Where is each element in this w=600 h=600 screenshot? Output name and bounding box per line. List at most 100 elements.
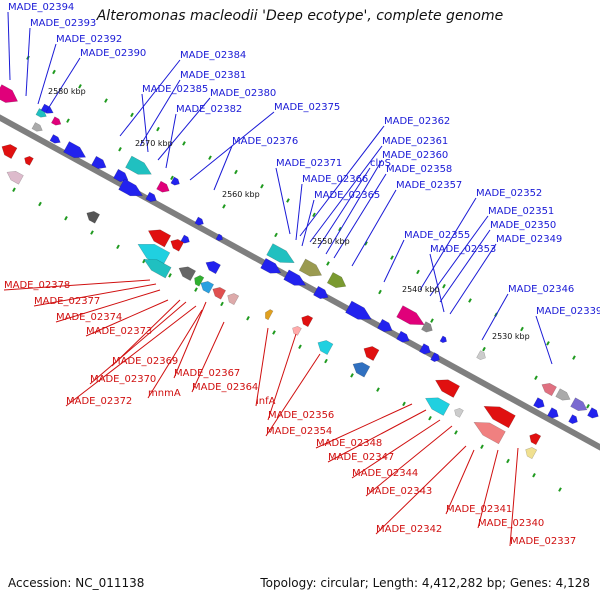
reverse-gene-feature	[292, 326, 302, 336]
forward-gene-feature	[419, 343, 431, 355]
forward-gene-label: MADE_02371	[276, 158, 342, 169]
forward-gene-feature	[587, 407, 599, 419]
forward-gene-feature	[533, 397, 545, 409]
scale-tick	[78, 84, 82, 89]
forward-gene-label-leader	[141, 93, 149, 153]
scale-tick	[208, 155, 212, 160]
scale-tick	[38, 201, 42, 207]
forward-gene-label-leader	[535, 315, 553, 365]
forward-gene-label: MADE_02384	[180, 50, 246, 61]
reverse-gene-label: mnmA	[148, 388, 181, 399]
scale-tick	[532, 473, 536, 478]
forward-gene-feature	[145, 191, 157, 203]
reverse-gene-label: MADE_02374	[56, 312, 122, 323]
forward-gene-feature	[180, 234, 190, 244]
reverse-gene-label-leader	[3, 279, 151, 291]
reverse-gene-feature	[86, 211, 101, 224]
forward-gene-label: MADE_02353	[430, 244, 496, 255]
scale-tick	[378, 289, 382, 295]
reverse-gene-label-leader	[265, 353, 321, 437]
scale-label: 2580 kbp	[48, 87, 86, 96]
reverse-gene-label: MADE_02348	[316, 438, 382, 449]
tick-layer	[12, 55, 590, 492]
scale-tick	[130, 112, 134, 118]
reverse-gene-label: MADE_02372	[66, 396, 132, 407]
scale-label: 2540 kbp	[402, 285, 440, 294]
reverse-gene-feature	[483, 406, 516, 429]
scale-tick	[480, 444, 484, 449]
reverse-gene-feature	[227, 293, 240, 306]
scale-tick	[416, 269, 420, 275]
reverse-gene-label: MADE_02364	[192, 382, 258, 393]
forward-gene-label: MADE_02385	[142, 84, 208, 95]
reverse-gene-label: MADE_02341	[446, 504, 512, 515]
forward-gene-feature	[0, 84, 19, 103]
forward-gene-label: MADE_02392	[56, 34, 122, 45]
reverse-gene-label-leader	[327, 409, 427, 463]
scale-tick	[182, 141, 186, 146]
reverse-gene-label: MADE_02356	[268, 410, 334, 421]
reverse-gene-feature	[1, 144, 18, 159]
scale-tick	[428, 415, 432, 421]
scale-tick	[402, 401, 406, 407]
forward-gene-feature	[396, 305, 425, 326]
scale-tick	[468, 298, 472, 303]
reverse-gene-label: MADE_02337	[510, 536, 576, 547]
forward-gene-label-leader	[429, 253, 445, 313]
reverse-gene-label-leader	[445, 449, 475, 515]
scale-tick	[170, 175, 174, 181]
forward-gene-feature	[547, 407, 559, 419]
forward-gene-label-leader	[157, 97, 211, 161]
reverse-gene-feature	[205, 261, 221, 275]
reverse-gene-label-leader	[351, 419, 441, 479]
reverse-gene-feature	[425, 397, 450, 416]
forward-gene-label-leader	[439, 229, 491, 303]
forward-gene-label: MADE_02362	[384, 116, 450, 127]
reverse-gene-label: MADE_02344	[352, 468, 418, 479]
reverse-gene-label: MADE_02343	[366, 486, 432, 497]
genome-summary-text: Topology: circular; Length: 4,412,282 bp…	[260, 576, 590, 590]
forward-gene-label-leader	[213, 145, 233, 191]
reverse-gene-feature	[317, 340, 334, 355]
reverse-gene-feature	[541, 383, 557, 397]
scale-tick	[338, 226, 342, 232]
reverse-gene-label-leader	[375, 445, 467, 535]
scale-tick	[534, 375, 538, 380]
reverse-gene-feature	[200, 281, 215, 294]
forward-gene-label: MADE_02366	[302, 174, 368, 185]
scale-tick	[442, 283, 446, 289]
reverse-gene-label-leader	[255, 327, 269, 407]
scale-tick	[298, 344, 302, 350]
forward-gene-label: MADE_02351	[488, 206, 554, 217]
forward-gene-feature	[91, 155, 107, 169]
forward-gene-label-leader	[165, 113, 177, 169]
forward-gene-label: MADE_02376	[232, 136, 298, 147]
reverse-gene-label: MADE_02373	[86, 326, 152, 337]
reverse-gene-feature	[525, 447, 538, 460]
genome-title: Alteromonas macleodii 'Deep ecotype', co…	[96, 8, 504, 24]
reverse-gene-label-leader	[191, 321, 225, 393]
reverse-gene-label: MADE_02347	[328, 452, 394, 463]
reverse-gene-label-leader	[89, 301, 187, 385]
scale-tick	[156, 126, 160, 132]
forward-gene-feature	[439, 335, 447, 344]
forward-gene-feature	[170, 176, 180, 186]
scale-tick	[558, 487, 562, 492]
forward-gene-feature	[118, 178, 143, 197]
reverse-gene-label: MADE_02367	[174, 368, 240, 379]
forward-gene-label-leader	[481, 293, 509, 341]
reverse-gene-feature	[147, 229, 172, 248]
forward-gene-label-leader	[275, 167, 291, 235]
reverse-gene-label: MADE_02370	[90, 374, 156, 385]
reverse-gene-feature	[435, 379, 460, 398]
forward-gene-label-leader	[383, 239, 405, 283]
forward-gene-feature	[396, 330, 410, 343]
forward-gene-label-leader	[7, 11, 11, 81]
scale-tick	[482, 346, 486, 352]
forward-gene-label-leader	[45, 57, 81, 113]
reverse-gene-feature	[212, 287, 227, 300]
forward-gene-feature	[194, 216, 204, 226]
forward-gene-label-leader	[449, 243, 497, 315]
